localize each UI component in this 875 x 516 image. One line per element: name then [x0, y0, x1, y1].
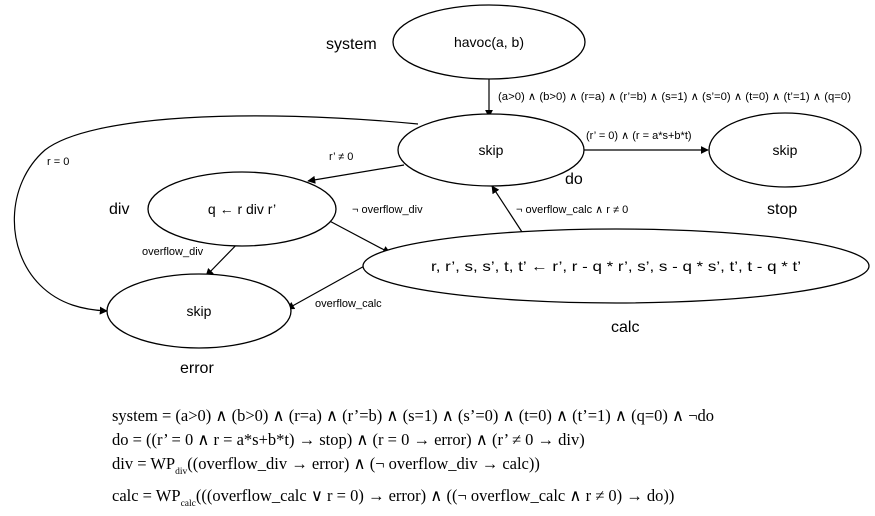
- equation-div-subscript: div: [175, 467, 188, 477]
- edge-label-init: (a>0) ∧ (b>0) ∧ (r=a) ∧ (r’=b) ∧ (s=1) ∧…: [498, 91, 851, 103]
- state-name-error: error: [180, 360, 214, 377]
- equations-block: system = (a>0) ∧ (b>0) ∧ (r=a) ∧ (r’=b) …: [112, 404, 872, 516]
- node-skip-stop: [708, 112, 862, 188]
- equation-do: do = ((r’ = 0 ∧ r = a*s+b*t) → stop) ∧ (…: [112, 430, 585, 449]
- node-havoc-label: havoc(a, b): [454, 34, 524, 50]
- edge-label-to-div: r’ ≠ 0: [329, 151, 353, 163]
- node-skip-do-label: skip: [479, 142, 504, 158]
- edge-label-overflow-div: overflow_div: [142, 246, 204, 258]
- node-calc-label: r, r’, s, s’, t, t’ ← r’, r - q * r’, s’…: [431, 258, 801, 274]
- node-skip-error: [106, 273, 292, 349]
- equation-div: div = WPdiv((overflow_div → error) ∧ (¬ …: [112, 452, 872, 484]
- node-skip-do: [397, 113, 585, 187]
- edge-calc-to-error: [286, 263, 369, 310]
- edge-label-overflow-calc: overflow_calc: [315, 298, 382, 310]
- node-skip-stop-label: skip: [773, 142, 798, 158]
- state-name-calc: calc: [611, 319, 639, 336]
- equation-calc-rest: (((overflow_calc ∨ r = 0) → error) ∧ ((¬…: [195, 486, 675, 505]
- state-name-system: system: [326, 36, 377, 53]
- equation-div-prefix: div = WP: [112, 454, 176, 473]
- equation-system: system = (a>0) ∧ (b>0) ∧ (r=a) ∧ (r’=b) …: [112, 406, 715, 425]
- state-name-do: do: [565, 171, 583, 188]
- state-name-stop: stop: [767, 201, 797, 218]
- equation-calc-prefix: calc = WP: [112, 486, 181, 505]
- edge-label-not-overflow-div: ¬ overflow_div: [352, 204, 423, 216]
- edge-label-loop-back: ¬ overflow_calc ∧ r ≠ 0: [516, 204, 628, 216]
- node-calc: [362, 228, 870, 304]
- edge-do-to-error: [13, 115, 419, 315]
- edge-label-to-stop: (r’ = 0) ∧ (r = a*s+b*t): [586, 130, 692, 142]
- equation-calc-subscript: calc: [180, 499, 196, 509]
- node-div-label: q ← r div r’: [208, 201, 276, 217]
- edge-div-to-calc: [321, 216, 391, 254]
- state-name-div: div: [109, 201, 129, 218]
- node-skip-error-label: skip: [187, 303, 212, 319]
- edge-do-to-div: [307, 164, 405, 184]
- equation-calc: calc = WPcalc(((overflow_calc ∨ r = 0) →…: [112, 484, 872, 516]
- edge-calc-to-do: [491, 185, 523, 233]
- node-havoc: [392, 4, 586, 80]
- node-div: [147, 171, 337, 247]
- edge-label-to-error-r0: r = 0: [47, 156, 69, 168]
- equation-div-rest: ((overflow_div → error) ∧ (¬ overflow_di…: [187, 454, 540, 473]
